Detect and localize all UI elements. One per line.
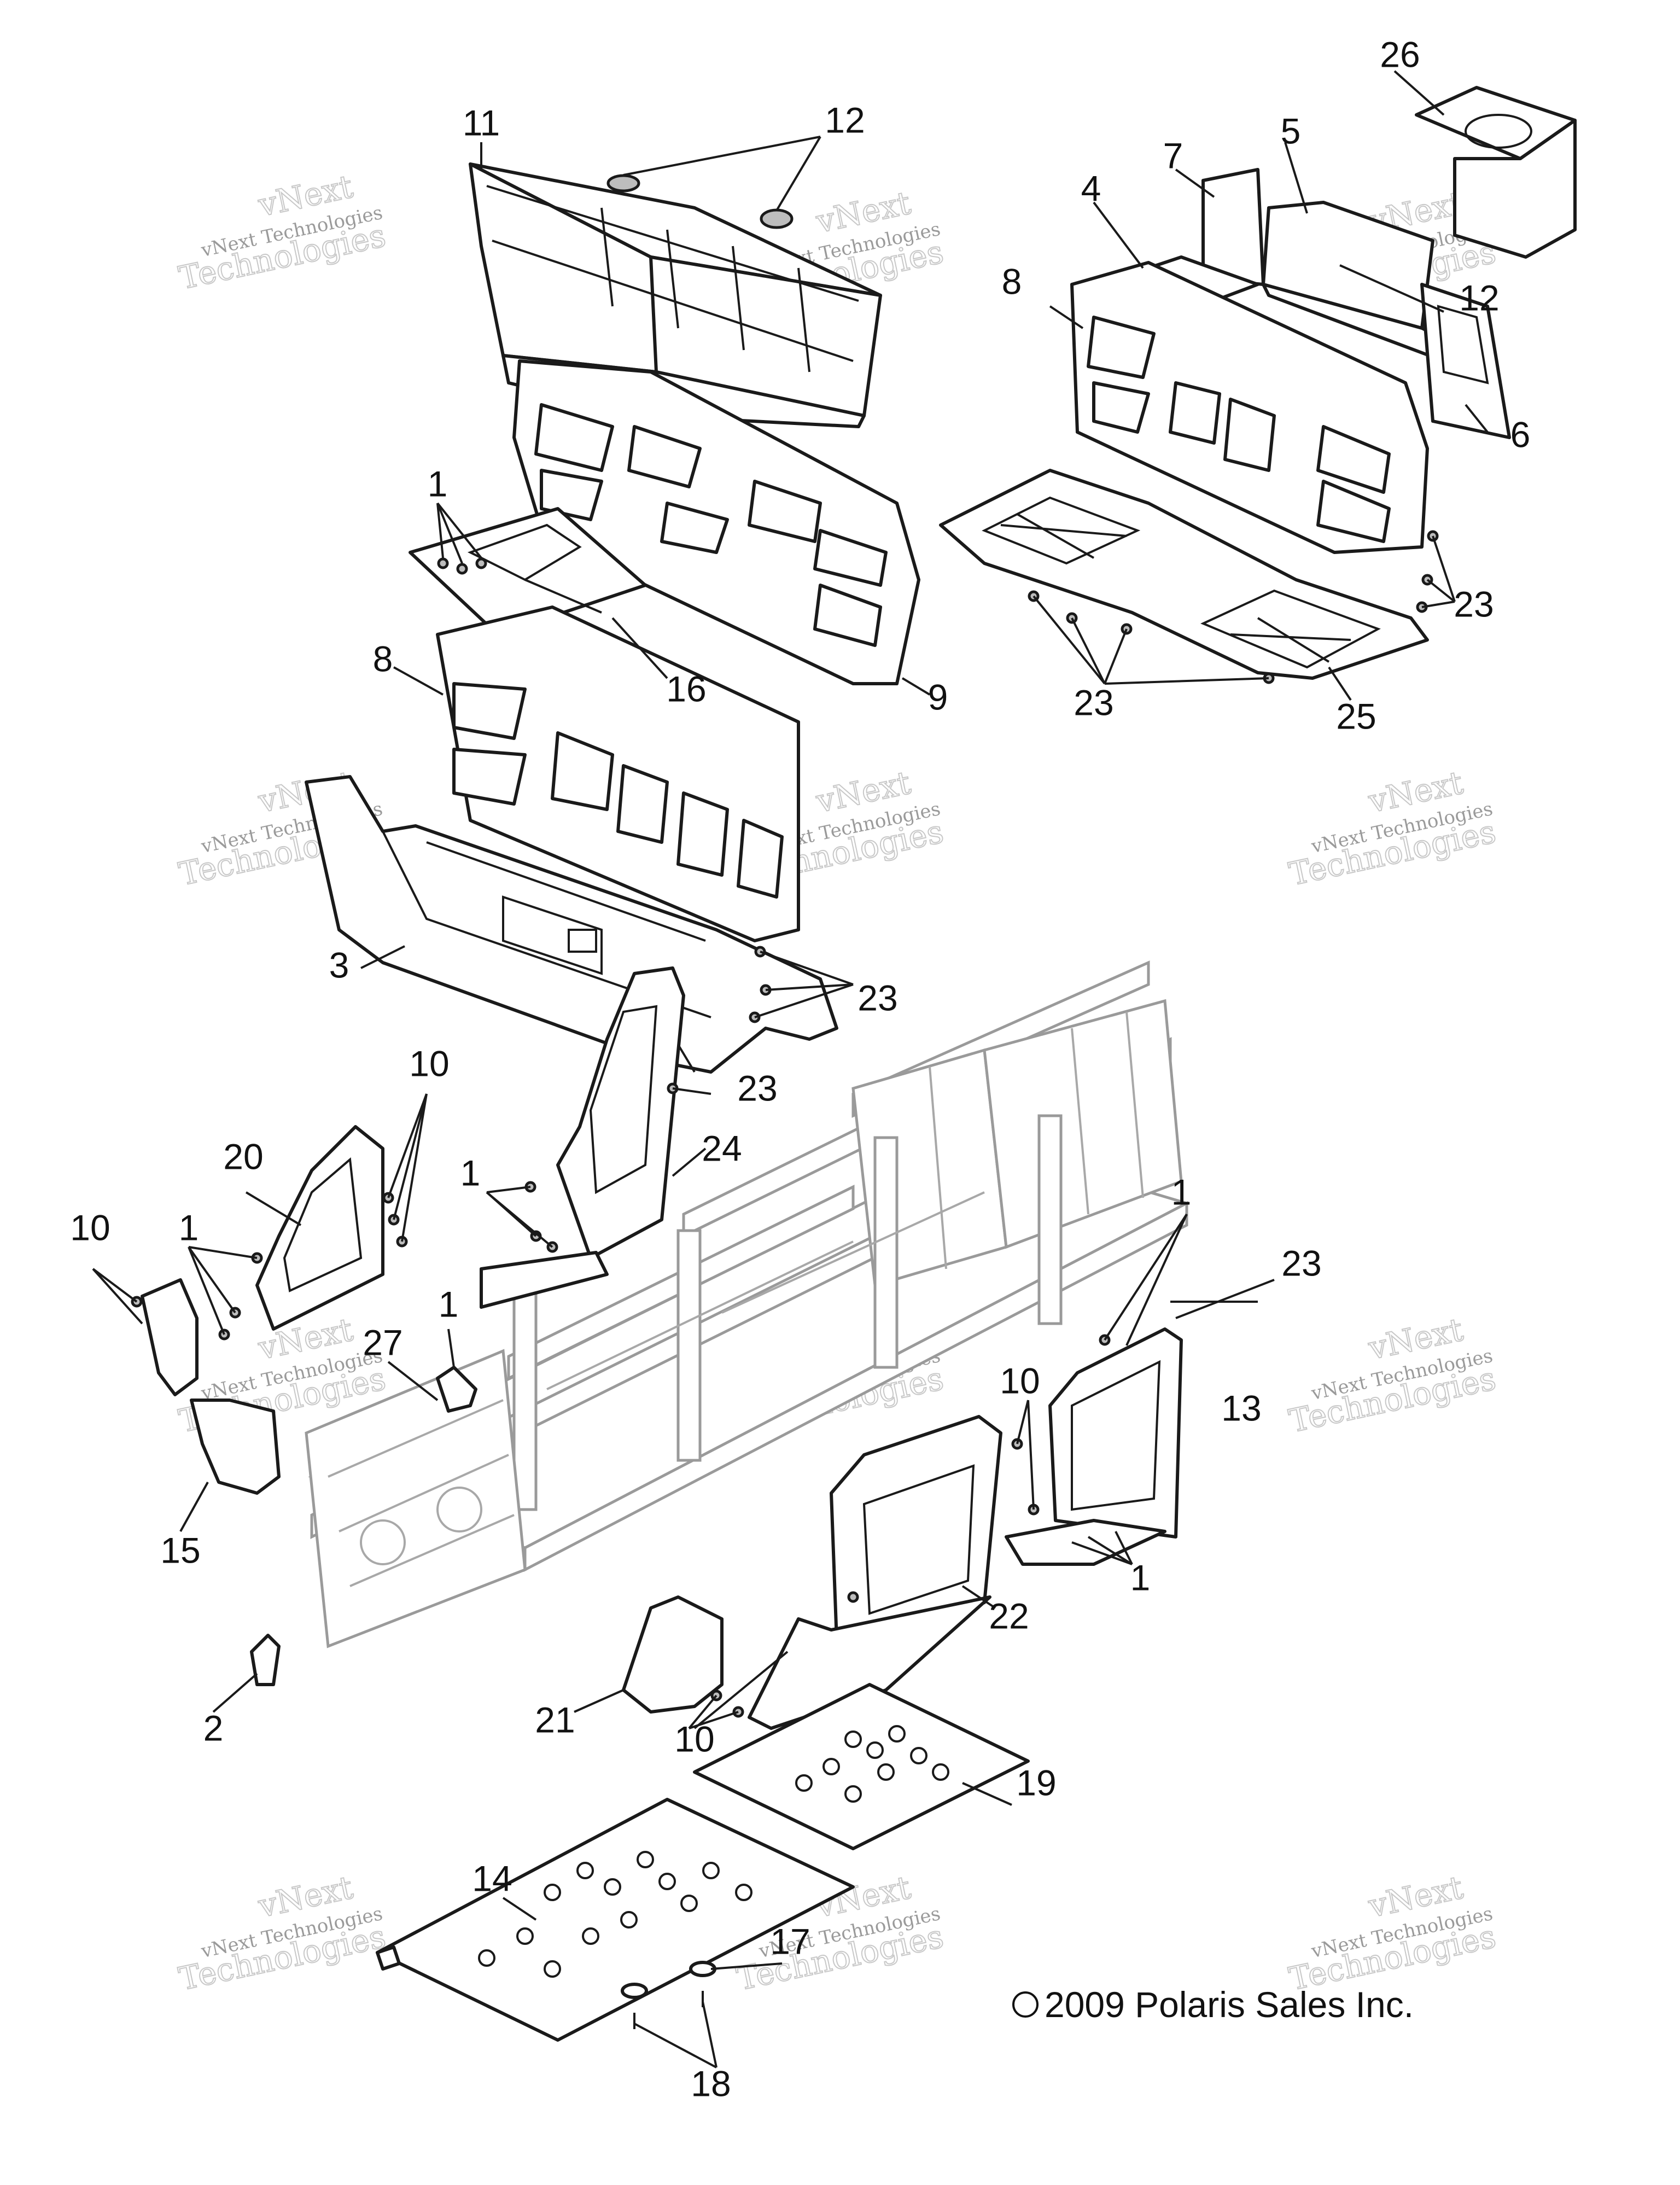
callout-10: 10 [70, 1207, 110, 1248]
watermark: vNext vNext Technologies Technologies [1285, 764, 1500, 894]
callout-19: 19 [1016, 1762, 1056, 1803]
callout-6: 6 [1510, 414, 1531, 455]
callout-23: 23 [737, 1068, 777, 1108]
part-8-bulkhead-rear [1070, 261, 1429, 554]
watermark: vNext vNext Technologies Technologies [1285, 1310, 1500, 1441]
watermark: vNext vNext Technologies Technologies [175, 1868, 389, 1998]
callout-9: 9 [928, 677, 948, 717]
part-2-bracket [250, 1634, 281, 1686]
part-16-cover-panel [409, 507, 647, 636]
callout-1: 1 [179, 1207, 199, 1248]
part-21-bracket [622, 1595, 724, 1714]
callout-8: 8 [1002, 261, 1022, 301]
callout-14: 14 [472, 1858, 512, 1898]
watermark: vNext vNext Technologies Technologies [1285, 1868, 1500, 1998]
fasteners [131, 530, 1439, 1718]
copyright-icon [1012, 1991, 1039, 2018]
callout-4: 4 [1081, 168, 1101, 208]
part-3-floor-tub [305, 775, 838, 1074]
part-9-dash-panel [512, 359, 920, 685]
callout-21: 21 [535, 1699, 575, 1740]
callout-10: 10 [409, 1043, 449, 1083]
part-8-bulkhead-front [436, 605, 800, 942]
callout-1: 1 [460, 1152, 481, 1193]
callout-13: 13 [1221, 1388, 1261, 1428]
callout-1: 1 [439, 1284, 459, 1324]
callout-26: 26 [1380, 34, 1420, 74]
part-25-floor-mat [939, 469, 1429, 680]
copyright-notice: © 2009 Polaris Sales Inc. [1012, 1984, 1414, 2025]
callout-1: 1 [1130, 1557, 1151, 1598]
callout-23: 23 [858, 977, 897, 1018]
callout-22: 22 [989, 1595, 1029, 1636]
callout-2: 2 [203, 1708, 224, 1748]
callout-20: 20 [223, 1136, 263, 1176]
part-24-side-panel [480, 966, 685, 1309]
part-6-pad [1420, 283, 1511, 439]
part-22-door-panel [748, 1415, 1002, 1730]
callout-12: 12 [825, 100, 865, 140]
callout-12: 12 [1459, 277, 1499, 318]
part-14-skid-plate [376, 1798, 855, 2042]
callout-23: 23 [1454, 584, 1494, 624]
callout-1: 1 [428, 463, 448, 504]
callout-1: 1 [1171, 1172, 1192, 1212]
part-20-side-panel [255, 1125, 384, 1331]
callout-8: 8 [373, 638, 393, 679]
copyright-text: 2009 Polaris Sales Inc. [1045, 1984, 1414, 2025]
watermark: vNext vNext Technologies Technologies [175, 167, 389, 298]
callout-23: 23 [1281, 1243, 1321, 1283]
callout-11: 11 [463, 102, 500, 143]
callout-3: 3 [329, 945, 349, 985]
callout-10: 10 [674, 1718, 714, 1759]
callout-15: 15 [160, 1530, 200, 1570]
callout-18: 18 [691, 2063, 731, 2104]
callout-labels: 11 12 1 16 9 8 3 23 26 5 7 4 8 12 6 23 2… [70, 34, 1530, 2104]
callout-25: 25 [1336, 696, 1376, 736]
callout-23: 23 [1074, 682, 1113, 722]
callout-24: 24 [702, 1128, 742, 1168]
callout-27: 27 [363, 1322, 402, 1362]
callout-10: 10 [1000, 1360, 1040, 1401]
callout-5: 5 [1281, 110, 1301, 151]
vehicle-frame [305, 960, 1191, 1648]
part-19-skid-plate [693, 1683, 1030, 1850]
callout-16: 16 [666, 668, 706, 709]
part-26-cup-holder [1415, 86, 1577, 259]
part-15-bracket [190, 1399, 281, 1495]
part-10-side-trim [141, 1278, 199, 1396]
part-13-door-panel [1005, 1327, 1183, 1566]
callout-7: 7 [1163, 135, 1183, 176]
callout-17: 17 [770, 1921, 810, 1961]
part-27-clip [436, 1366, 477, 1413]
leader-lines [92, 70, 1489, 2069]
part-5-panel [1262, 201, 1467, 363]
